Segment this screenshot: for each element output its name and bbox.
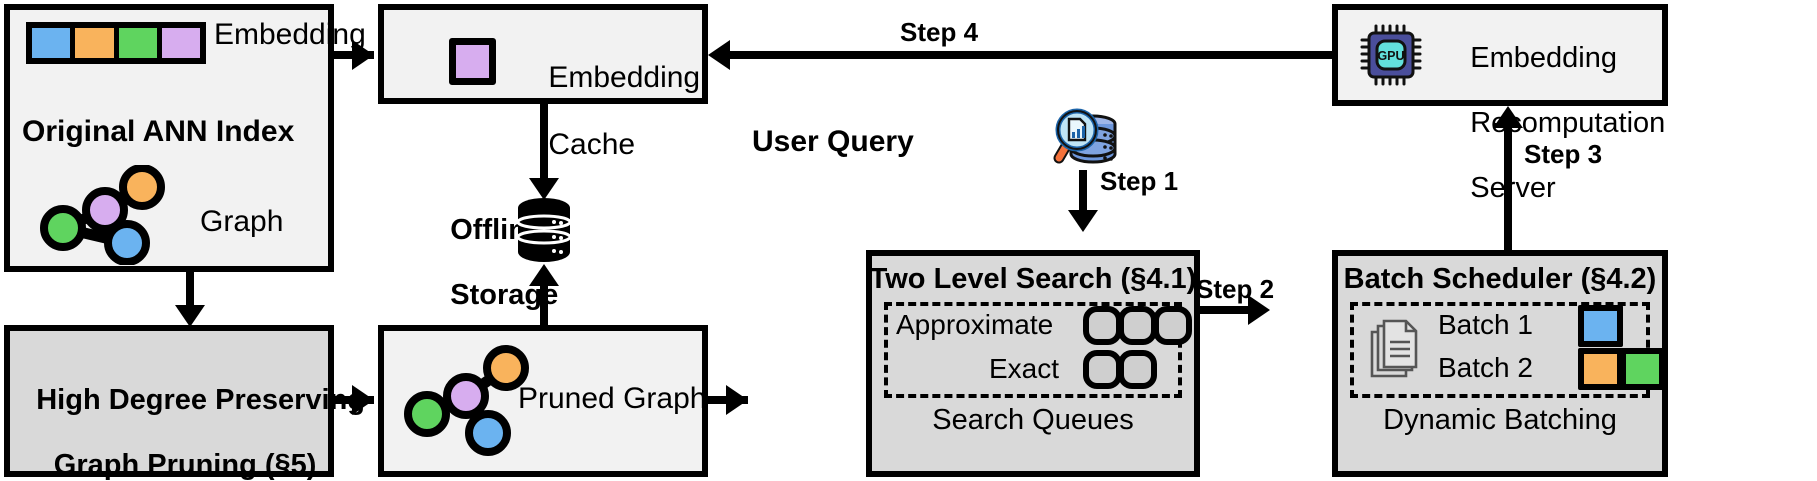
arrow-pruning-to-prunedgraph-head xyxy=(352,385,374,415)
batch-1-label: Batch 1 xyxy=(1438,309,1533,340)
graph-pruning-title: High Degree Preserving Graph Pruning (§5… xyxy=(4,352,365,481)
arrow-scheduler-to-server-head xyxy=(1493,106,1523,128)
embedding-cache-line1: Embedding xyxy=(548,60,701,94)
embedding-cache-line2: Cache xyxy=(548,127,636,161)
approximate-queue-cell-2 xyxy=(1118,306,1157,345)
arrow-index-to-cache-head xyxy=(352,40,374,70)
embedding-swatch-orange xyxy=(75,28,119,58)
node-embedding-cache xyxy=(378,4,708,104)
batch-2-cell-green xyxy=(1620,348,1665,390)
approximate-queue-cell-3 xyxy=(1153,306,1192,345)
search-row-label-approximate: Approximate xyxy=(896,309,1054,340)
exact-queue-cell-1 xyxy=(1083,350,1122,389)
search-row-label-exact: Exact xyxy=(989,353,1060,384)
original-ann-index-title: Original ANN Index xyxy=(22,115,295,148)
approximate-queue-cell-1 xyxy=(1083,306,1122,345)
arrow-index-to-pruning-head xyxy=(175,305,205,327)
dynamic-batching-caption: Dynamic Batching xyxy=(1383,404,1617,436)
graph-pruning-line2: Graph Pruning (§5) xyxy=(53,449,317,481)
batch-scheduler-title: Batch Scheduler (§4.2) xyxy=(1343,263,1657,295)
arrow-server-to-cache-line xyxy=(730,51,1332,59)
recomputation-server-line1: Embedding xyxy=(1470,42,1617,75)
batch-1-cell-blue xyxy=(1578,305,1623,347)
recomputation-server-line3: Server xyxy=(1470,172,1556,205)
magnifier-database-icon xyxy=(1053,108,1117,164)
arrow-query-to-search-line xyxy=(1079,170,1087,216)
arrow-search-to-scheduler-head xyxy=(1248,295,1270,325)
database-cylinder-icon xyxy=(516,198,572,262)
svg-text:GPU: GPU xyxy=(1377,49,1404,63)
embedding-vector-swatches xyxy=(26,22,206,64)
step3-label: Step 3 xyxy=(1524,139,1603,169)
recomputation-server-title: Embedding Recomputation Server xyxy=(1438,10,1665,237)
arrow-index-to-pruning-line xyxy=(186,272,194,308)
arrow-cache-to-storage-line xyxy=(540,104,548,182)
batch-2-cell-orange xyxy=(1578,348,1623,390)
embedding-swatch-purple xyxy=(161,28,200,58)
embedding-swatch-green xyxy=(118,28,162,58)
recomputation-server-line2: Recomputation xyxy=(1470,107,1666,140)
arrow-prunedgraph-to-search-head xyxy=(726,385,748,415)
two-level-search-title: Two Level Search (§4.1) xyxy=(869,263,1197,295)
original-graph-drawing xyxy=(40,165,165,265)
pruned-graph-drawing xyxy=(404,345,529,456)
pruned-graph-label: Pruned Graph xyxy=(518,382,707,415)
arrow-cache-to-storage-head xyxy=(529,178,559,200)
offline-storage-label: Offline Storage xyxy=(418,182,558,344)
exact-queue-cell-2 xyxy=(1118,350,1157,389)
embedding-cache-title: Embedding Cache xyxy=(515,27,700,195)
arrow-query-to-search-head xyxy=(1068,210,1098,232)
search-queues-caption: Search Queues xyxy=(932,404,1134,436)
arrow-prunedgraph-to-storage-line xyxy=(540,285,548,325)
graph-pruning-line1: High Degree Preserving xyxy=(36,384,366,417)
step1-label: Step 1 xyxy=(1100,166,1179,196)
gpu-chip-icon: GPU xyxy=(1360,24,1422,86)
arrow-scheduler-to-server-line xyxy=(1504,126,1512,250)
graph-label: Graph xyxy=(200,205,284,238)
embedding-swatch-blue xyxy=(32,28,76,58)
arrow-search-to-scheduler-line xyxy=(1200,306,1258,314)
embedding-cache-swatch xyxy=(449,38,496,85)
embedding-label: Embedding xyxy=(214,18,366,51)
node-graph-pruning xyxy=(4,325,334,477)
arrow-prunedgraph-to-storage-head xyxy=(529,264,559,286)
batch-2-label: Batch 2 xyxy=(1438,352,1533,383)
arrow-server-to-cache-head xyxy=(708,40,730,70)
step4-label: Step 4 xyxy=(900,17,979,47)
search-queues-group xyxy=(884,302,1182,398)
documents-stack-icon xyxy=(1370,319,1418,378)
step2-label: Step 2 xyxy=(1196,274,1275,304)
user-query-label: User Query xyxy=(752,125,914,158)
